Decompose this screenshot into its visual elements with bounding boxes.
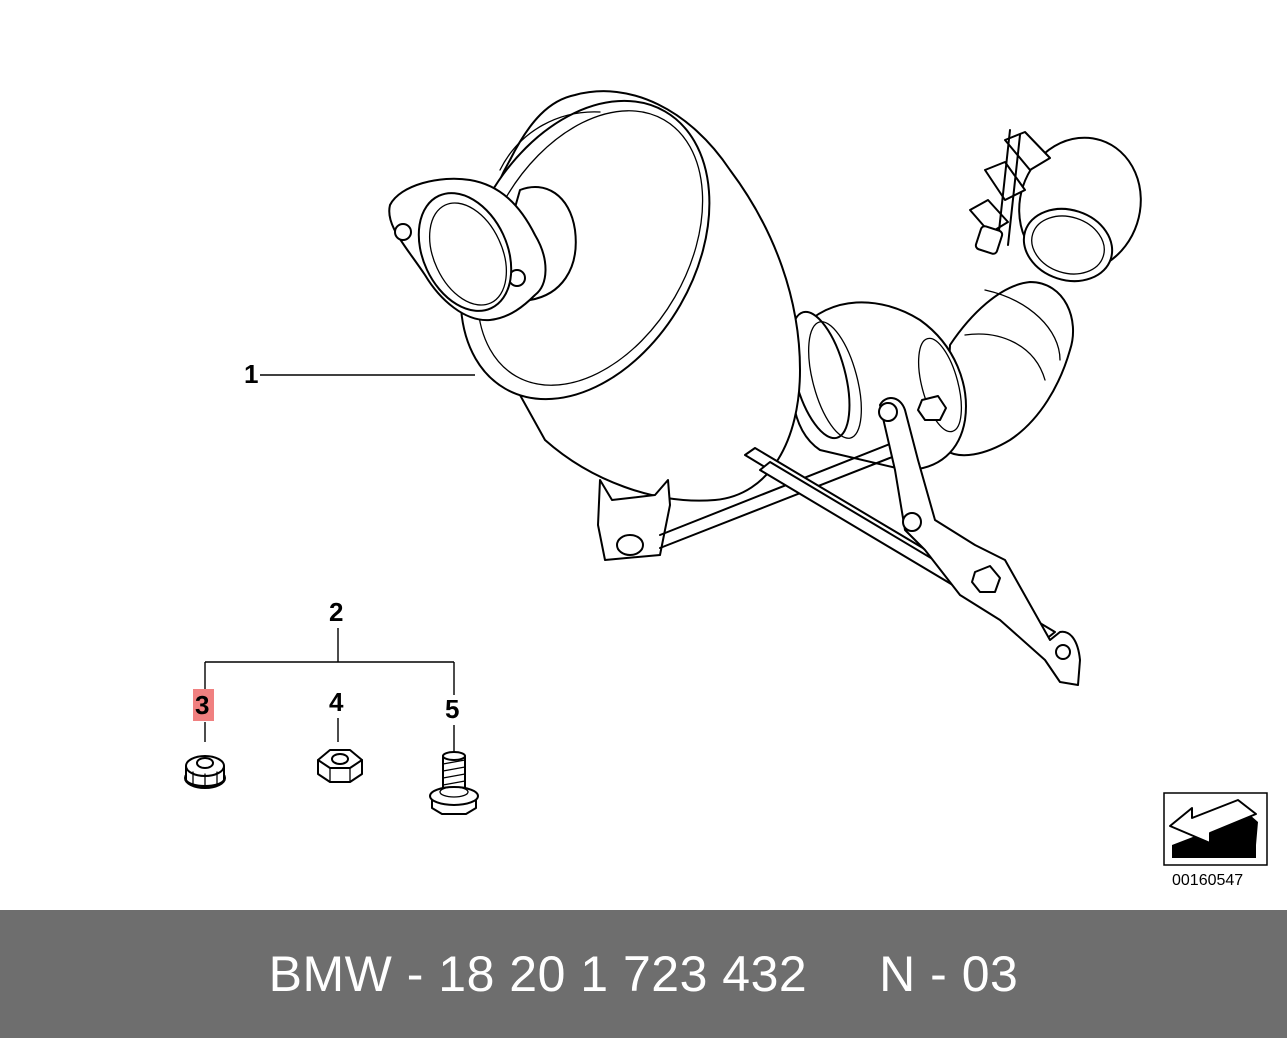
image-number: 00160547 — [1172, 872, 1243, 889]
callout-2-bracket — [204, 628, 455, 695]
part-number-footer: BMW - 18 20 1 723 432 N - 03 — [0, 910, 1287, 1038]
callout-4-label[interactable]: 4 — [329, 687, 344, 717]
parts-diagram: 1 2 3 4 5 — [184, 90, 1268, 889]
orientation-arrow-icon — [1163, 792, 1268, 866]
catalytic-converter-drawing — [388, 90, 1142, 686]
pipe-clamp — [969, 129, 1142, 283]
mounting-bracket — [597, 395, 1081, 686]
outlet-pipe — [944, 281, 1075, 457]
flange-nut-icon — [184, 755, 226, 789]
hex-nut-icon — [317, 749, 363, 783]
inlet-flange — [388, 177, 577, 322]
bolt-icon — [429, 751, 479, 815]
callout-2-label[interactable]: 2 — [329, 597, 343, 627]
part-number-text: BMW - 18 20 1 723 432 N - 03 — [268, 946, 1019, 1002]
converter-canister — [459, 90, 801, 502]
converter-rear-section — [789, 301, 967, 471]
callout-1-label[interactable]: 1 — [244, 359, 258, 389]
callout-5-label[interactable]: 5 — [445, 694, 459, 724]
callout-3-label[interactable]: 3 — [195, 690, 209, 720]
callout-3-highlight — [193, 689, 214, 721]
